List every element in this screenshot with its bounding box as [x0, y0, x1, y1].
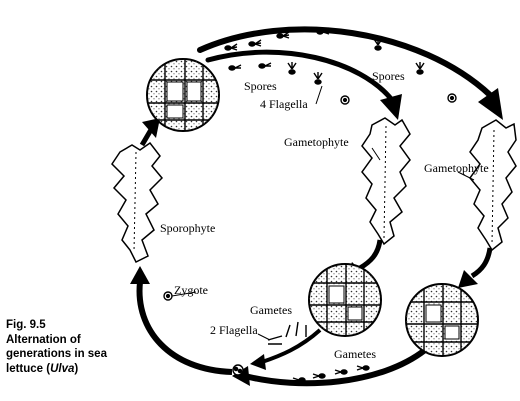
gametangium-cell-cluster-left [307, 262, 383, 338]
bottom-inner-arrowhead [250, 354, 266, 370]
label-spores-upper: Spores [372, 69, 405, 83]
label-2-flagella: 2 Flagella [210, 323, 258, 337]
label-gametophyte-right: Gametophyte [424, 161, 489, 175]
caption-suffix: ) [74, 363, 78, 375]
caption-italic-ulva: Ulva [50, 363, 74, 375]
inner-top-arc-arrow [208, 52, 392, 100]
label-spores-inner: Spores [244, 79, 277, 93]
bottom-inner-arc-arrow [262, 330, 320, 362]
gametophyte-to-gametangium-arrow [360, 240, 380, 268]
figure-caption: Fig. 9.5 Alternation of generations in s… [6, 318, 124, 376]
gametophyte-right-to-gametangium-arrow [472, 248, 490, 276]
label-gametes-upper: Gametes [250, 303, 292, 317]
inner-top-arrowhead [380, 94, 402, 120]
label-sporophyte: Sporophyte [160, 221, 215, 235]
label-gametes-lower: Gametes [334, 347, 376, 361]
label-gametophyte-left: Gametophyte [284, 135, 349, 149]
figure-number: Fig. 9.5 [6, 318, 124, 333]
gametangium-cell-cluster-right [404, 282, 480, 358]
zygote-to-sporophyte-arrowhead [130, 266, 150, 284]
label-4-flagella: 4 Flagella [260, 97, 308, 111]
sporophyte-thallus [112, 143, 162, 262]
